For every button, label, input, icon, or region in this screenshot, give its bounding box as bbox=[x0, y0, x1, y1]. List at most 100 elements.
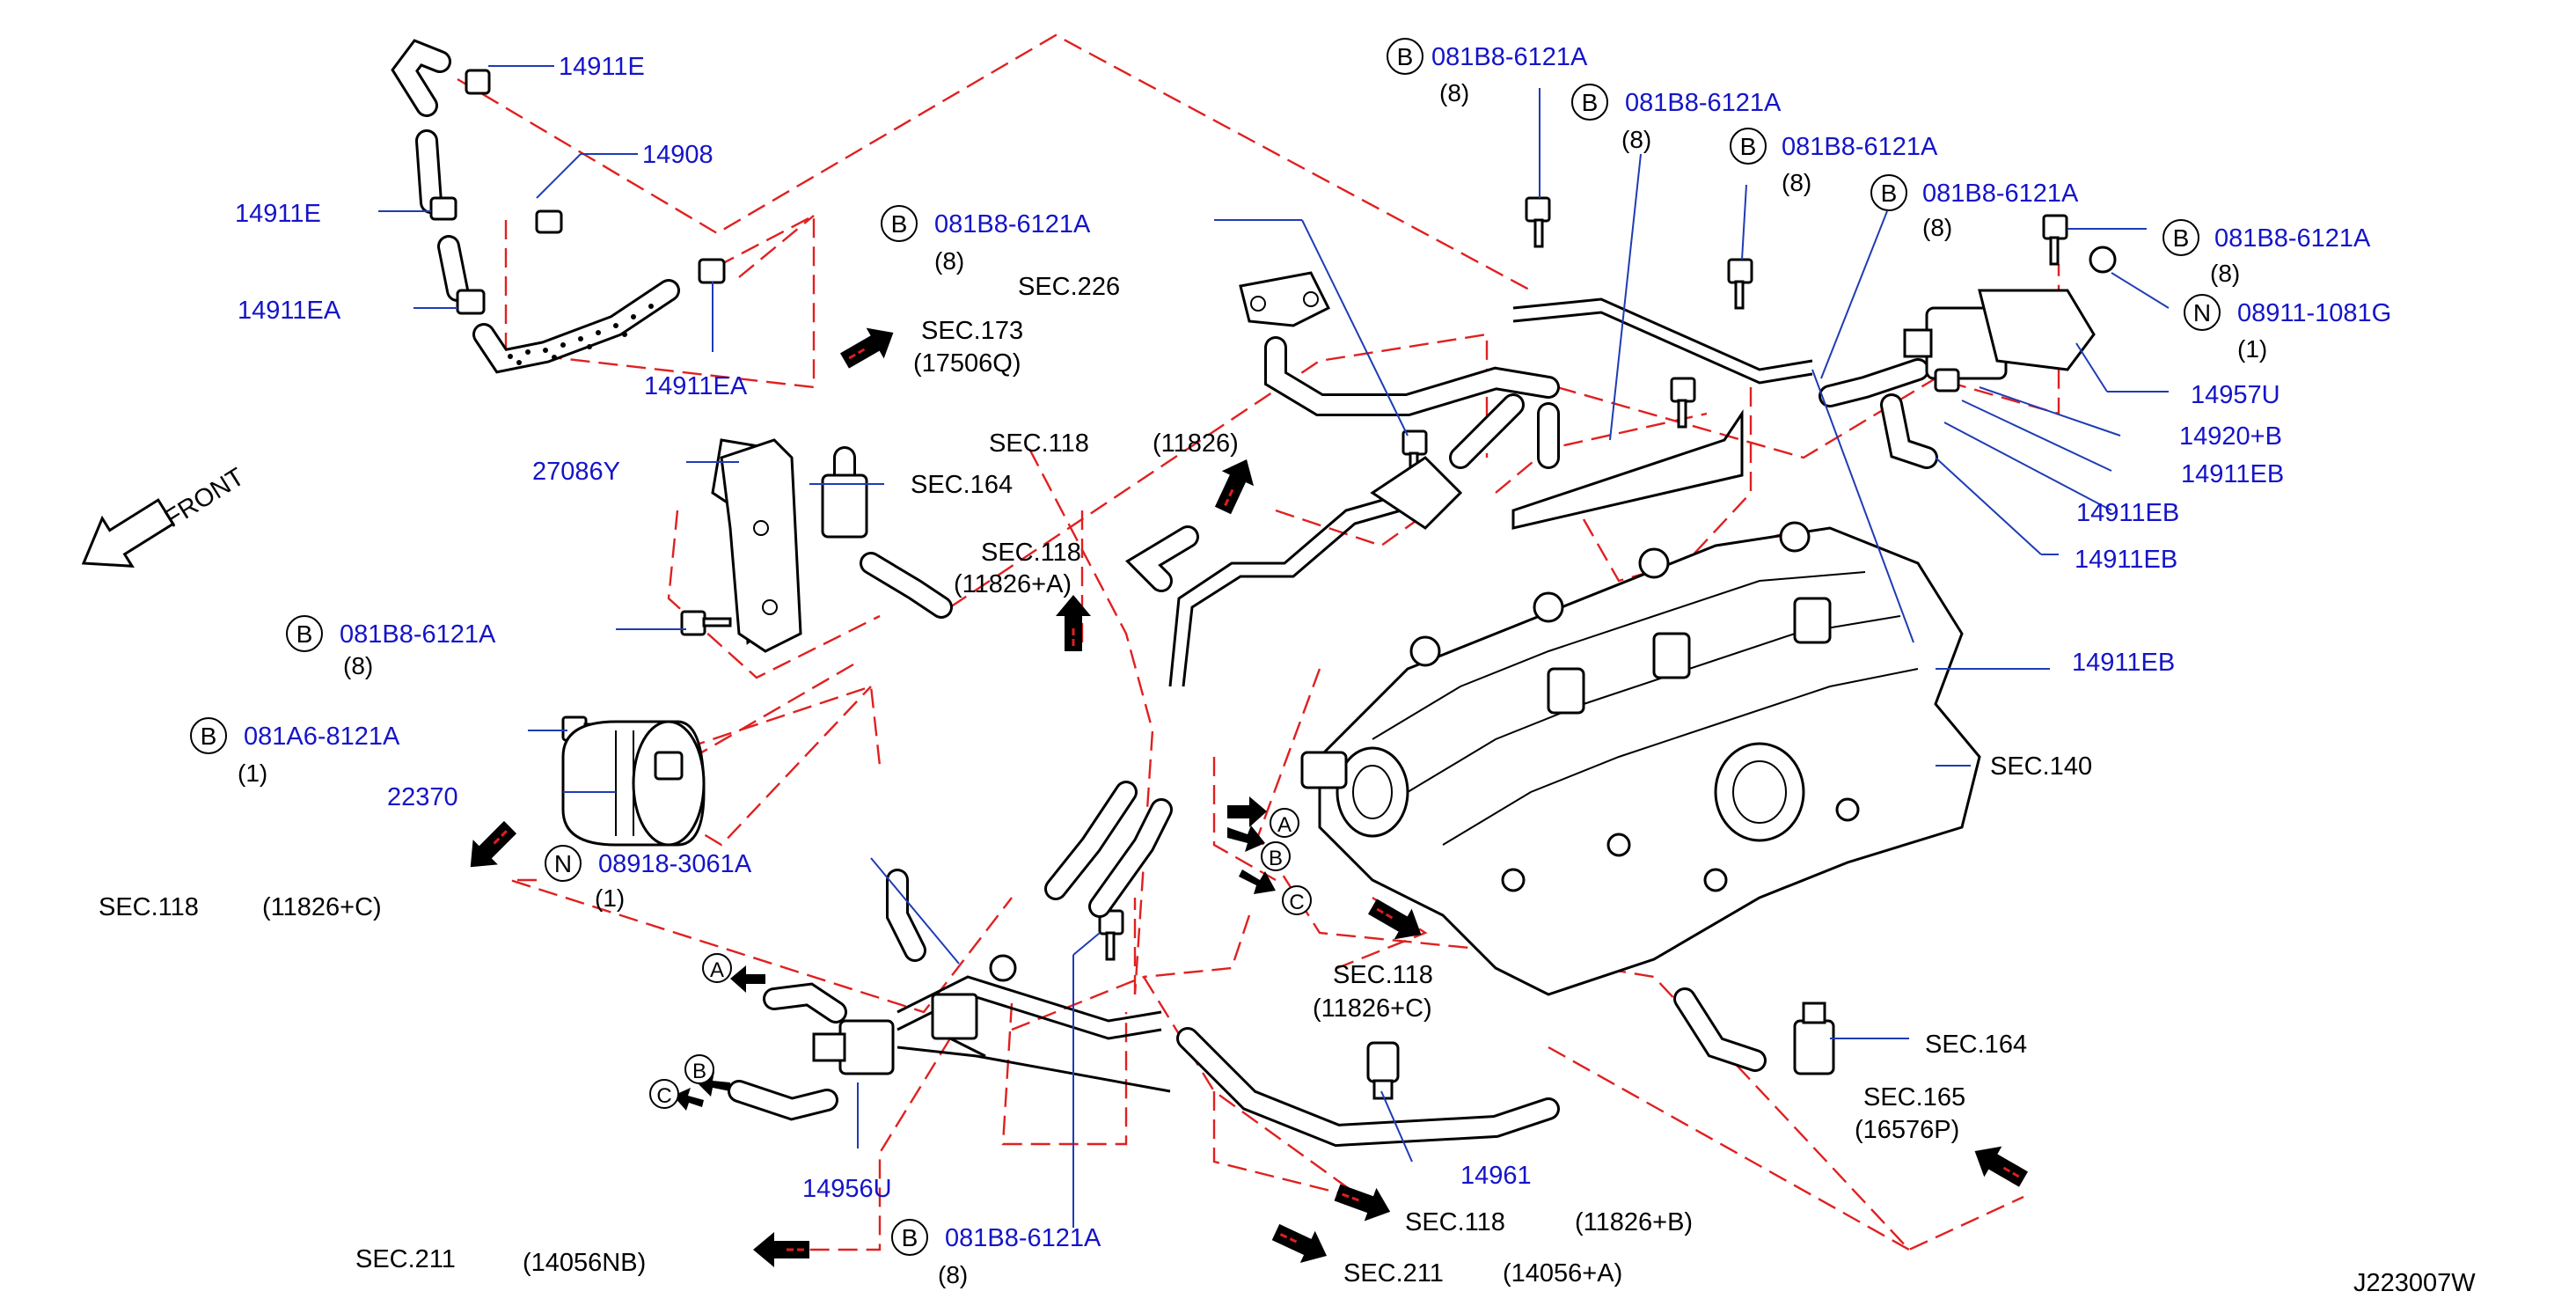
flow-arrow-icon bbox=[753, 1232, 809, 1267]
svg-text:(8): (8) bbox=[343, 652, 373, 679]
flow-arrow-icon bbox=[1334, 1184, 1391, 1222]
svg-text:(8): (8) bbox=[1439, 79, 1469, 106]
svg-text:SEC.211: SEC.211 bbox=[1343, 1259, 1444, 1288]
svg-text:(8): (8) bbox=[2210, 260, 2240, 287]
connector-arrow-icon bbox=[1227, 796, 1267, 827]
flow-arrow-icon bbox=[1368, 899, 1422, 940]
svg-text:081B8-6121A: 081B8-6121A bbox=[934, 210, 1091, 238]
svg-text:A: A bbox=[1277, 813, 1292, 837]
label-14911EA: 14911EA bbox=[238, 297, 341, 325]
svg-text:B: B bbox=[296, 620, 313, 648]
svg-text:C: C bbox=[1289, 891, 1304, 914]
svg-text:SEC.140: SEC.140 bbox=[1990, 752, 2092, 781]
connector-arrow-icon bbox=[730, 965, 765, 993]
flow-arrow-icon bbox=[840, 327, 894, 369]
label-14911EB: 14911EB bbox=[2072, 649, 2175, 677]
flow-arrow-icon bbox=[1056, 595, 1091, 651]
svg-text:A: A bbox=[710, 958, 724, 982]
svg-text:081B8-6121A: 081B8-6121A bbox=[1625, 89, 1782, 117]
front-label: FRONT bbox=[160, 463, 250, 533]
valve-right-sec164 bbox=[1673, 987, 1835, 1075]
section-references: SEC.226 SEC.173 (17506Q) SEC.118 (11826)… bbox=[99, 273, 2092, 1288]
svg-text:(1): (1) bbox=[238, 759, 267, 787]
svg-text:SEC.165: SEC.165 bbox=[1863, 1083, 1965, 1112]
svg-text:(11826): (11826) bbox=[1153, 429, 1239, 458]
label-14911EB: 14911EB bbox=[2076, 499, 2179, 527]
pipe-assembly-mid bbox=[1044, 393, 1744, 918]
svg-text:081B8-6121A: 081B8-6121A bbox=[1922, 180, 2079, 208]
sensor-part bbox=[1239, 271, 1560, 416]
svg-text:081B8-6121A: 081B8-6121A bbox=[2214, 224, 2371, 253]
svg-text:B: B bbox=[692, 1060, 706, 1083]
label-14911EA: 14911EA bbox=[644, 372, 748, 400]
svg-text:SEC.173: SEC.173 bbox=[921, 317, 1023, 345]
connector-arrow-icon bbox=[1227, 825, 1265, 852]
svg-text:(11826+C): (11826+C) bbox=[1313, 994, 1432, 1023]
svg-text:B: B bbox=[891, 210, 908, 238]
flow-arrow-icon bbox=[1974, 1146, 2028, 1187]
svg-text:SEC.226: SEC.226 bbox=[1018, 273, 1120, 301]
label-14957U: 14957U bbox=[2191, 381, 2280, 409]
svg-text:N: N bbox=[554, 850, 572, 877]
svg-text:SEC.118: SEC.118 bbox=[1333, 961, 1433, 989]
svg-text:SEC.164: SEC.164 bbox=[911, 471, 1013, 499]
bracket-27086Y bbox=[720, 438, 802, 653]
svg-text:SEC.118: SEC.118 bbox=[99, 893, 199, 921]
svg-text:(11826+B): (11826+B) bbox=[1575, 1208, 1693, 1236]
front-arrow-icon bbox=[81, 498, 175, 568]
svg-text:B: B bbox=[1881, 180, 1898, 207]
diagram-code: J223007W bbox=[2353, 1269, 2476, 1297]
flow-arrow-icon bbox=[470, 820, 517, 868]
hose-lower-14961 bbox=[1176, 1027, 1560, 1148]
label-27086Y: 27086Y bbox=[532, 458, 620, 486]
label-14961: 14961 bbox=[1460, 1162, 1532, 1190]
connector-arrow-icon bbox=[1239, 869, 1276, 894]
leader-lines bbox=[378, 65, 2170, 1228]
svg-text:(14056NB): (14056NB) bbox=[523, 1249, 646, 1277]
valve-lower-left bbox=[728, 869, 1171, 1121]
svg-text:SEC.164: SEC.164 bbox=[1925, 1031, 2027, 1059]
label-14911EB: 14911EB bbox=[2181, 460, 2284, 488]
intake-manifold bbox=[1300, 521, 1981, 996]
pipe-bracket-top bbox=[1512, 297, 1938, 469]
svg-text:B: B bbox=[1397, 43, 1414, 70]
svg-text:(8): (8) bbox=[1621, 126, 1651, 153]
label-14911E: 14911E bbox=[235, 200, 321, 228]
svg-text:N: N bbox=[2193, 299, 2211, 326]
svg-text:081B8-6121A: 081B8-6121A bbox=[1782, 133, 1938, 161]
part-number-labels: 14911E 14908 14911E 14911EA 14911EA 2708… bbox=[235, 53, 2284, 1203]
label-14911EB: 14911EB bbox=[2075, 546, 2177, 574]
callout-labels: 081B8-6121A (8) 081B8-6121A (8) 081B8-61… bbox=[238, 43, 2391, 1288]
svg-text:B: B bbox=[2173, 224, 2190, 252]
label-14908: 14908 bbox=[642, 141, 714, 169]
svg-text:B: B bbox=[1740, 133, 1757, 160]
label-14956U: 14956U bbox=[802, 1175, 892, 1203]
canister-part bbox=[561, 720, 706, 847]
svg-text:(1): (1) bbox=[595, 884, 625, 912]
hose-assembly-top-left bbox=[391, 39, 726, 374]
label-14911E: 14911E bbox=[559, 53, 645, 81]
label-14920B: 14920+B bbox=[2179, 422, 2282, 451]
flow-arrow-icon bbox=[1271, 1223, 1328, 1264]
svg-text:081A6-8121A: 081A6-8121A bbox=[244, 723, 400, 751]
svg-text:(8): (8) bbox=[1782, 169, 1811, 196]
svg-text:(8): (8) bbox=[934, 247, 964, 275]
svg-text:SEC.118: SEC.118 bbox=[1405, 1208, 1505, 1236]
svg-text:SEC.211: SEC.211 bbox=[355, 1245, 456, 1273]
svg-text:B: B bbox=[1582, 89, 1599, 116]
label-22370: 22370 bbox=[387, 783, 458, 811]
solenoid-top-right bbox=[1903, 289, 2096, 393]
svg-text:(17506Q): (17506Q) bbox=[913, 349, 1021, 378]
svg-text:B: B bbox=[201, 723, 217, 750]
svg-text:(11826+A): (11826+A) bbox=[954, 570, 1072, 598]
flow-arrow-icon bbox=[1214, 459, 1255, 515]
svg-text:C: C bbox=[656, 1084, 671, 1108]
svg-text:B: B bbox=[1269, 847, 1283, 870]
svg-text:08918-3061A: 08918-3061A bbox=[598, 850, 752, 878]
perforation-dots bbox=[508, 304, 654, 365]
svg-text:081B8-6121A: 081B8-6121A bbox=[1431, 43, 1588, 71]
svg-text:(14056+A): (14056+A) bbox=[1503, 1259, 1622, 1288]
svg-text:B: B bbox=[902, 1224, 918, 1251]
svg-text:081B8-6121A: 081B8-6121A bbox=[340, 620, 496, 649]
